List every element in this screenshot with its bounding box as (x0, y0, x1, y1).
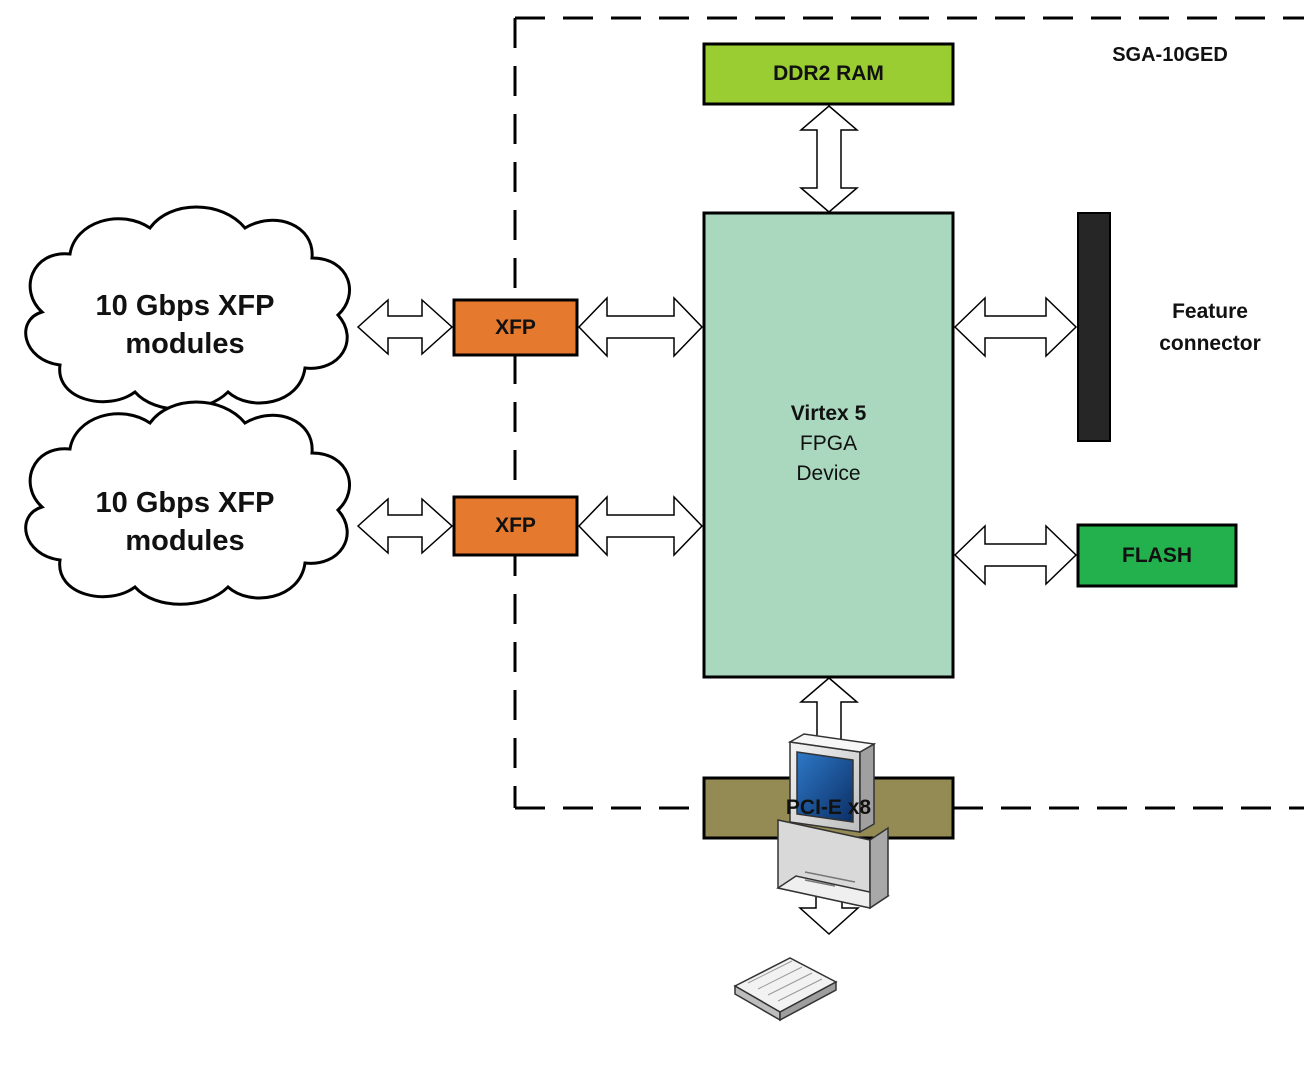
cloud-top-label-line1: 10 Gbps XFP (95, 290, 275, 322)
cloud-top (24, 205, 351, 411)
xfp-bottom-block (452, 495, 579, 557)
cloud-bottom-label-line1: 10 Gbps XFP (95, 487, 275, 519)
xfp-top-block (452, 298, 579, 357)
flash-label: FLASH (1122, 543, 1192, 567)
arrow-xfp-bottom-fpga (577, 495, 704, 557)
cloud-bottom-label-line2: modules (125, 525, 245, 557)
arrow-cloud-xfp-top (356, 298, 454, 356)
board-name-label: SGA-10GED (1112, 44, 1228, 66)
arrow-xfp-top-fpga (577, 296, 704, 358)
board-boundary (513, 16, 1304, 810)
flash-block (1076, 523, 1238, 588)
cloud-top-label-line2: modules (125, 328, 245, 360)
feature-connector-label-line1: Feature (1172, 300, 1248, 323)
arrow-cloud-xfp-bottom (356, 497, 454, 555)
pcie-label: PCI-E x8 (785, 796, 872, 819)
fpga-block (702, 211, 955, 679)
fpga-label-title: Virtex 5 (790, 402, 867, 425)
feature-connector-label-line2: connector (1159, 332, 1261, 355)
ddr2-ram-block (702, 42, 955, 106)
xfp-top-label: XFP (495, 315, 536, 339)
fpga-label-line2: FPGA (799, 432, 858, 455)
arrow-fpga-flash (953, 524, 1078, 586)
fpga-label-line3: Device (796, 462, 861, 485)
cloud-bottom (24, 400, 351, 606)
feature-connector-bar (1077, 212, 1111, 442)
xfp-bottom-label: XFP (495, 514, 536, 537)
arrow-ddr2-fpga (798, 105, 860, 213)
ddr2-ram-label: DDR2 RAM (773, 62, 884, 85)
arrow-fpga-feature (953, 296, 1078, 358)
desktop-computer-icon (733, 733, 890, 1022)
